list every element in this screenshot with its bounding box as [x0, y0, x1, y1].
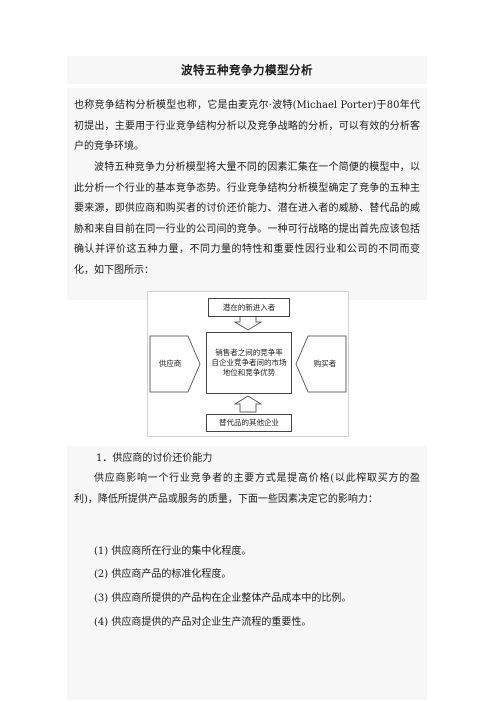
supplier-box: 供应商: [153, 354, 187, 374]
list-item: (4) 供应商提供的产品对企业生产流程的重要性。: [94, 617, 312, 628]
rivalry-line-1: 销售者之间的竞争率: [215, 348, 283, 357]
list-item: (3) 供应商所提供的产品构在企业整体产品成本中的比例。: [94, 593, 352, 604]
rivalry-line-2: 自企业竞争者间的市场: [211, 358, 287, 367]
buyer-box: 购买者: [308, 354, 342, 374]
title-band: [67, 56, 427, 84]
substitutes-label: 替代品的其他企业: [219, 418, 279, 427]
supplier-label: 供应商: [158, 359, 182, 368]
list-item: (2) 供应商产品的标准化程度。: [94, 569, 232, 580]
section-1-body: 供应商影响一个行业竞争者的主要方式是提高价格(以此榨取买方的盈利)，降低所提供产…: [74, 473, 420, 505]
new-entrants-box: 潜在的新进入者: [208, 298, 290, 317]
substitutes-box: 替代品的其他企业: [206, 414, 292, 432]
list-item: (1) 供应商所在行业的集中化程度。: [94, 546, 252, 557]
industry-rivalry-box: 销售者之间的竞争率 自企业竞争者间的市场 地位和竞争优势: [206, 332, 292, 394]
section-1-heading: 1．供应商的讨价还价能力: [96, 453, 213, 464]
diagram-arrows: [149, 315, 347, 413]
rivalry-line-3: 地位和竞争优势: [222, 368, 276, 377]
new-entrants-label: 潜在的新进入者: [222, 302, 276, 312]
document-title: 波特五种竞争力模型分析: [181, 63, 313, 77]
model-paragraph: 波特五种竞争力分析模型将大量不同的因素汇集在一个简便的模型中，以此分析一个行业的…: [74, 162, 420, 276]
buyer-label: 购买者: [313, 359, 337, 368]
intro-paragraph: 也称竞争结构分析模型也称，它是由麦克尔·波特(Michael Porter)于8…: [74, 100, 420, 152]
lower-band: [67, 446, 427, 700]
text-band: [67, 88, 427, 300]
five-forces-diagram: 潜在的新进入者 供应商 销售者之间的竞争率 自企业竞争者间的市场 地位和竞争优势…: [147, 291, 349, 437]
